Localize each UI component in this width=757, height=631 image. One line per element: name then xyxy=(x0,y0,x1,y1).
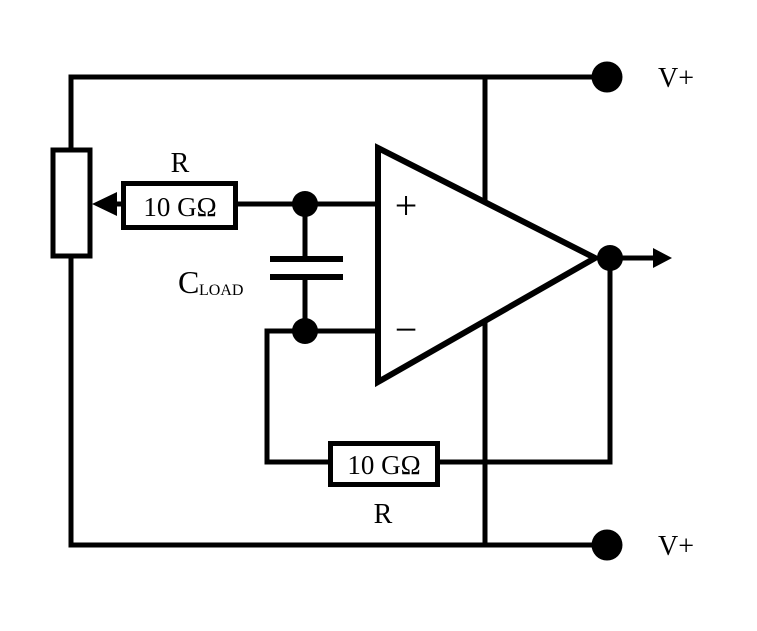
capacitor-subscript: LOAD xyxy=(199,282,243,299)
resistor-r1-value: 10 GΩ xyxy=(143,192,216,222)
wire-feedback-right xyxy=(439,258,613,465)
output-arrowhead-icon xyxy=(653,248,672,268)
opamp-plus-input-sign: + xyxy=(395,183,418,228)
supply-terminal-bottom-icon xyxy=(591,529,623,561)
opamp-minus-input-sign: − xyxy=(395,307,418,352)
wire-feedback-left xyxy=(264,328,329,465)
potentiometer-body xyxy=(50,147,93,259)
capacitor-symbol: C xyxy=(178,264,199,300)
junction-dot-plus-input xyxy=(292,191,318,217)
junction-dot-output xyxy=(597,245,623,271)
junction-dot-minus-input xyxy=(292,318,318,344)
supply-label-top: V+ xyxy=(658,63,694,94)
wire-top-rail xyxy=(68,74,607,148)
wire-bottom-rail xyxy=(68,258,607,548)
supply-terminal-top-icon xyxy=(591,61,623,93)
resistor-r1-body xyxy=(121,181,238,230)
supply-label-bottom: V+ xyxy=(658,531,694,562)
op-amp-triangle xyxy=(375,143,602,388)
resistor-r2-label: R xyxy=(374,499,393,530)
resistor-r2-body xyxy=(328,441,440,487)
pot-wiper-arrowhead-icon xyxy=(92,192,117,216)
resistor-r2-value: 10 GΩ xyxy=(347,450,420,480)
resistor-r1-label: R xyxy=(171,148,190,179)
